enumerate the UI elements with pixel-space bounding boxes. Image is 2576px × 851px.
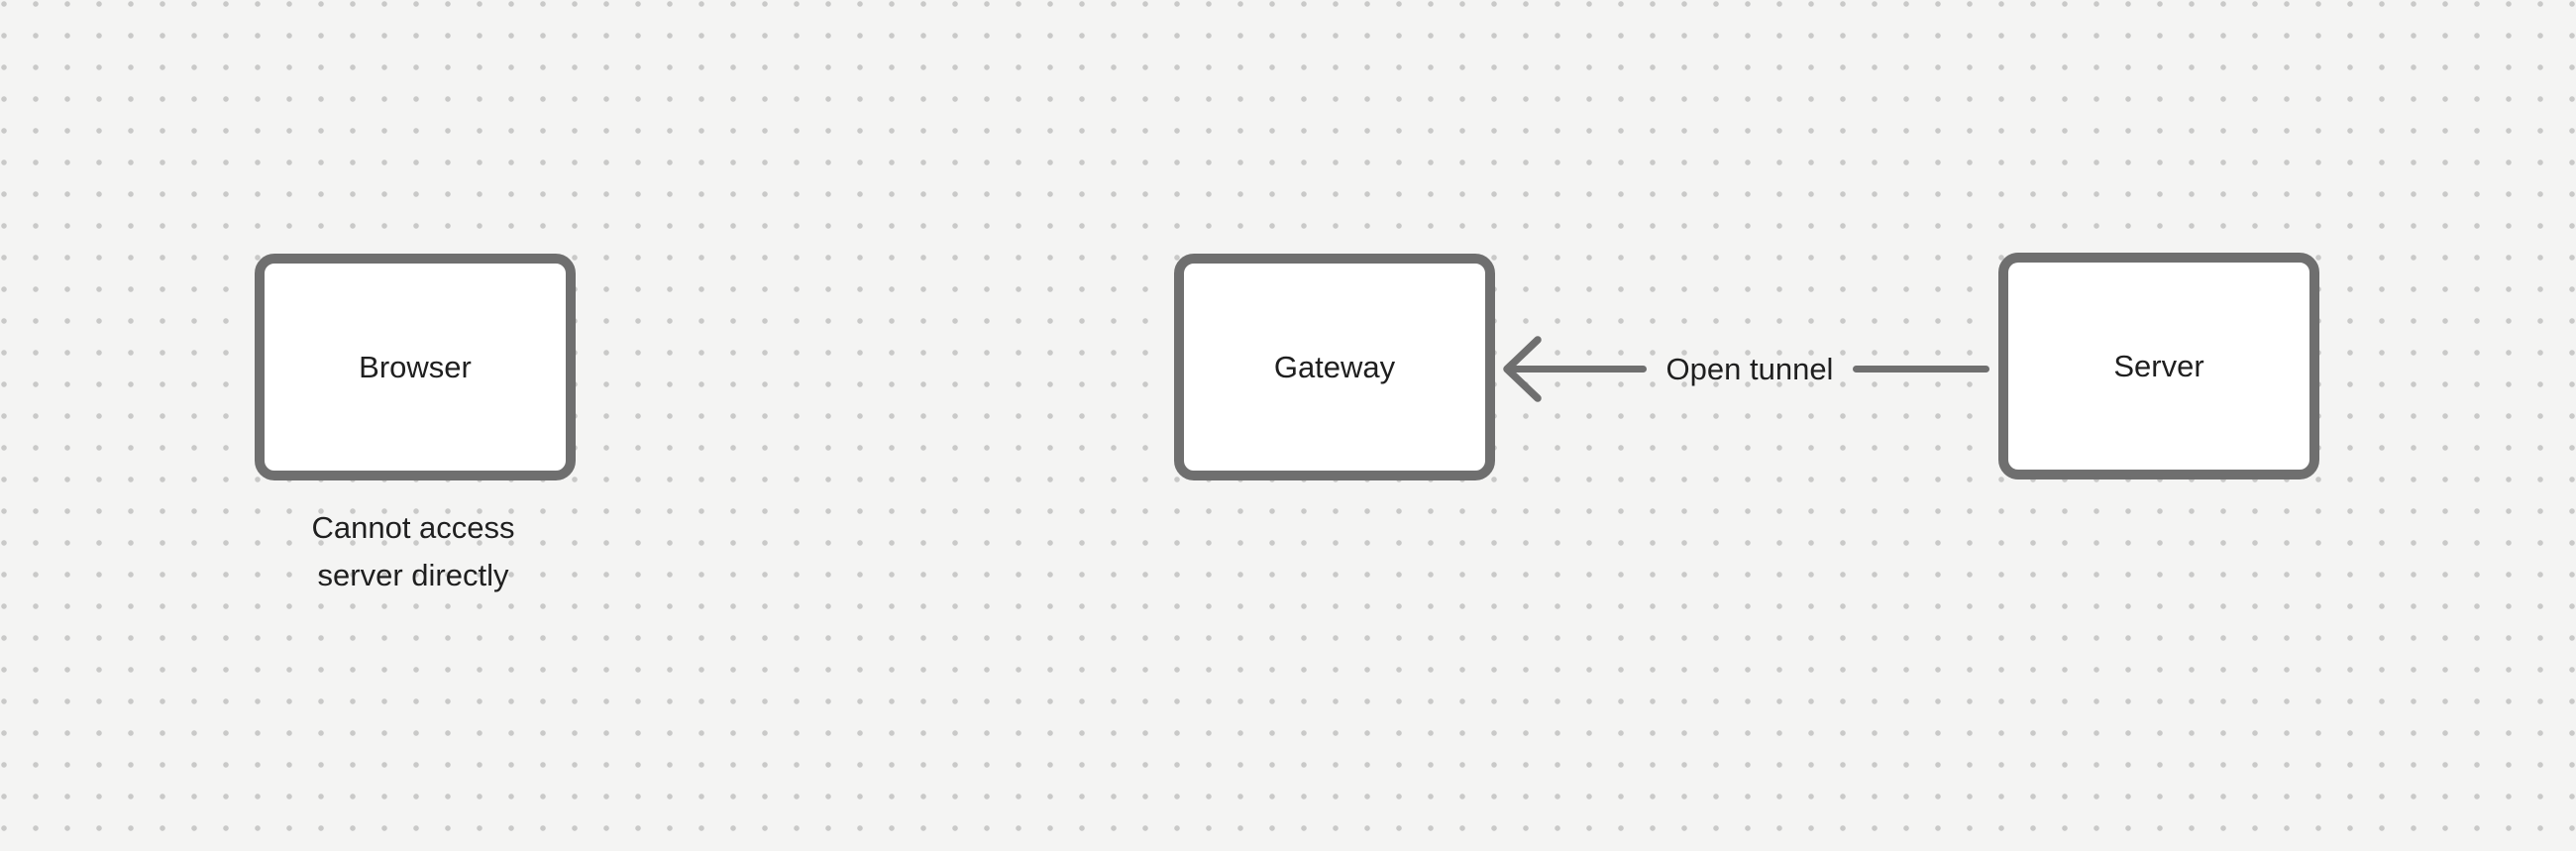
arrow-label[interactable]: Open tunnel (1665, 352, 1834, 386)
arrowhead-left-icon (1503, 336, 1542, 402)
node-gateway-label: Gateway (1273, 349, 1396, 384)
arrow-shaft-right (1853, 366, 1989, 372)
node-browser-label: Browser (359, 349, 472, 384)
node-server-label: Server (2113, 348, 2204, 383)
node-gateway[interactable]: Gateway (1174, 254, 1495, 480)
browser-caption[interactable]: Cannot access server directly (311, 510, 515, 592)
node-server[interactable]: Server (1998, 253, 2319, 479)
arrow-shaft-left (1510, 366, 1647, 372)
node-browser[interactable]: Browser (255, 254, 576, 480)
